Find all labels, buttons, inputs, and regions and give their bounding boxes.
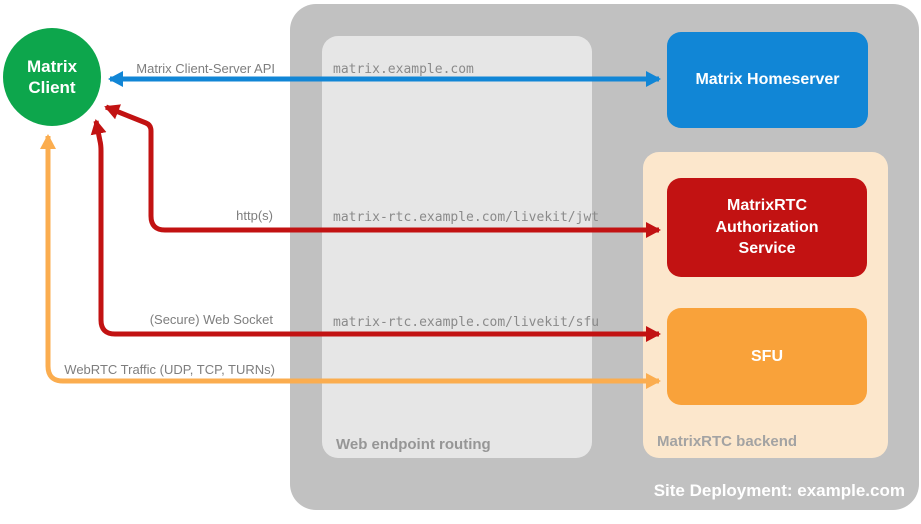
matrix-client-label-line2: Client [28, 78, 76, 97]
sfu-label: SFU [751, 347, 783, 365]
client-server-api-arrow-label: Matrix Client-Server API [136, 61, 275, 76]
endpoint-livekit-jwt: matrix-rtc.example.com/livekit/jwt [333, 210, 600, 225]
matrix-homeserver-label: Matrix Homeserver [695, 71, 840, 88]
matrixrtc-backend-title: MatrixRTC backend [657, 433, 798, 450]
web-endpoint-routing-title: Web endpoint routing [336, 436, 491, 453]
matrixrtc-authorization-service-node: MatrixRTC Authorization Service [667, 178, 867, 277]
matrix-homeserver-node: Matrix Homeserver [667, 32, 868, 128]
site-deployment-title: Site Deployment: example.com [653, 481, 905, 500]
matrix-client-label-line1: Matrix [26, 56, 78, 76]
matrix-client-node: Matrix Client [3, 28, 101, 126]
matrixrtc-authorization-service-label: MatrixRTC Authorization Service [715, 197, 819, 258]
web-endpoint-routing-box [322, 36, 592, 458]
sfu-node: SFU [667, 308, 867, 405]
websocket-arrow-label: (Secure) Web Socket [149, 312, 273, 327]
endpoint-matrix-example-com: matrix.example.com [333, 62, 474, 77]
webrtc-traffic-arrow-label: WebRTC Traffic (UDP, TCP, TURNs) [64, 362, 275, 377]
https-arrow-label: http(s) [236, 208, 273, 223]
endpoint-livekit-sfu: matrix-rtc.example.com/livekit/sfu [333, 315, 600, 330]
